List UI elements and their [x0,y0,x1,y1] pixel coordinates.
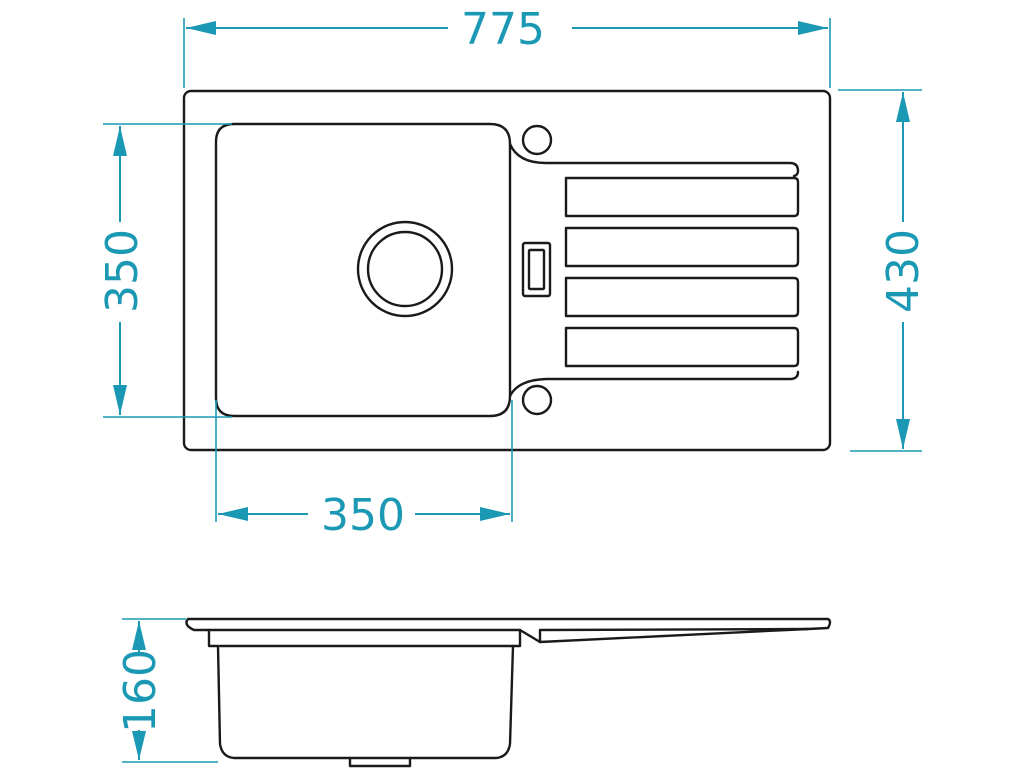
arrow-160-bottom [132,731,146,760]
side-drain-outlet [348,756,412,768]
tap-hole-bottom [521,384,553,416]
drainer-groove-3 [564,276,800,318]
arrow-350h-right [480,507,510,521]
arrow-160-top [132,621,146,650]
arrow-775-left [186,21,216,35]
arrow-350v-bottom [113,385,127,415]
side-top-plate [185,617,832,644]
label-overall-depth: 430 [878,229,929,313]
side-bowl-profile [207,628,522,760]
drainer-bottom-outline [508,370,800,398]
dim-overall-width: 775 [183,4,831,88]
dim-bowl-height: 160 [115,618,218,763]
dim-bowl-depth: 350 [97,123,232,418]
arrow-430-top [896,92,910,122]
label-overall-width: 775 [461,4,545,55]
drainer-groove-4 [564,326,800,368]
label-bowl-depth: 350 [97,229,148,313]
dim-bowl-width: 350 [215,400,513,541]
drain-inner-ring [366,230,444,308]
label-bowl-height: 160 [115,649,166,733]
side-drainer-slope [538,627,810,644]
top-view [182,89,832,452]
arrow-350h-left [218,507,248,521]
arrow-430-bottom [896,419,910,449]
drainer-bridge-outline [508,142,800,178]
drainer-groove-1 [564,176,800,218]
tap-hole-top [521,124,553,156]
side-view [185,617,832,768]
overflow-inner [527,248,546,291]
arrow-775-right [798,21,828,35]
dimensions: 775 430 350 [97,4,929,763]
arrow-350v-top [113,126,127,156]
dim-overall-depth: 430 [838,89,929,452]
label-bowl-width: 350 [321,490,405,541]
drainer-groove-2 [564,226,800,268]
